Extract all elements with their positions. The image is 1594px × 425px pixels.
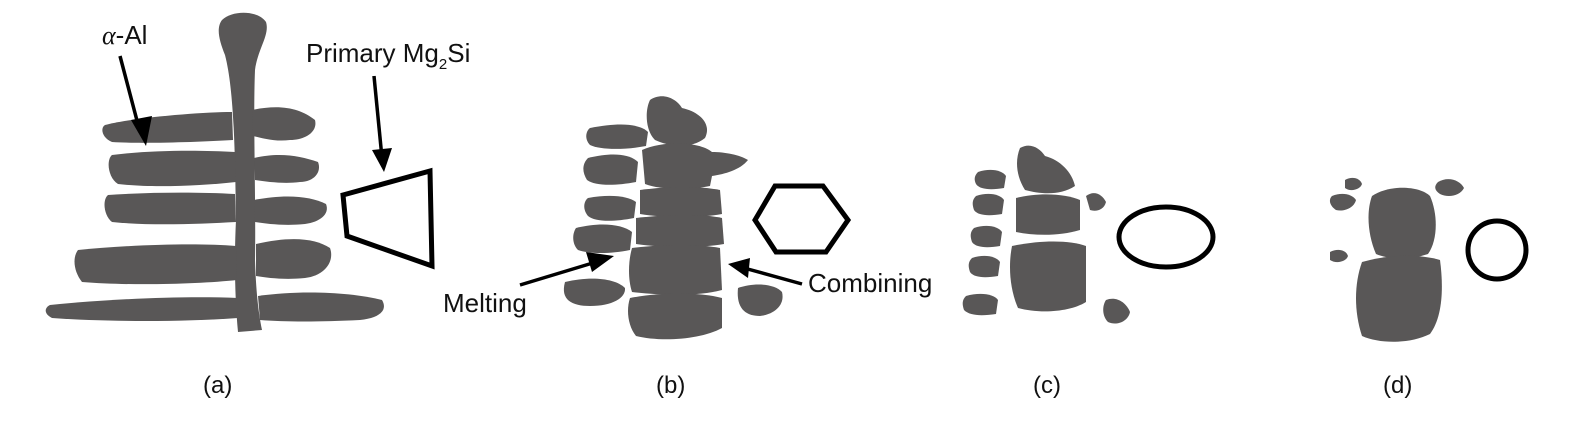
dendrite-trunk bbox=[218, 12, 267, 332]
mg2si-crystal-b bbox=[752, 183, 852, 255]
alpha-symbol: α bbox=[102, 21, 117, 50]
fragment bbox=[970, 225, 1002, 248]
primary-mg2si-arrow-line bbox=[372, 75, 384, 159]
dendrite-arm-left-5 bbox=[45, 297, 239, 321]
alpha-al-fragments-d bbox=[1329, 177, 1464, 342]
alpha-al-label: α-Al bbox=[102, 20, 147, 50]
fragment bbox=[583, 154, 638, 185]
caption-d: (d) bbox=[1383, 372, 1412, 399]
fragment bbox=[584, 195, 636, 221]
fragment bbox=[636, 215, 724, 247]
dendrite-arm-right-3 bbox=[254, 196, 327, 225]
primary-suffix: Si bbox=[447, 38, 470, 68]
caption-c: (c) bbox=[1033, 372, 1061, 399]
fragment bbox=[1329, 193, 1356, 211]
caption-a: (a) bbox=[203, 372, 232, 399]
alpha-al-suffix: -Al bbox=[116, 20, 148, 50]
dendrite-arm-right-2 bbox=[254, 155, 320, 183]
dendrite-arm-right-4 bbox=[256, 239, 332, 279]
dendrite-arm-left-2 bbox=[108, 150, 236, 187]
fragment bbox=[642, 143, 748, 189]
melting-arrowhead bbox=[586, 252, 614, 272]
dendrite-arm-right-1 bbox=[252, 107, 316, 141]
fragment bbox=[628, 293, 722, 340]
fragment bbox=[968, 255, 1000, 278]
fragment bbox=[1086, 193, 1106, 211]
fragment bbox=[640, 187, 722, 217]
combining-annotation: Combining bbox=[728, 258, 932, 298]
combining-label: Combining bbox=[808, 268, 932, 298]
fragment bbox=[1345, 177, 1362, 191]
fragment bbox=[646, 96, 708, 146]
dendrite-arm-right-5 bbox=[258, 292, 384, 322]
panel-d: (d) bbox=[1329, 177, 1529, 399]
fragment bbox=[1368, 187, 1436, 259]
fragment bbox=[737, 284, 783, 316]
dendrite-arm-left-1 bbox=[102, 112, 233, 143]
panel-b: (b) bbox=[563, 96, 852, 399]
fragment bbox=[1330, 249, 1348, 263]
primary-mg2si-arrowhead bbox=[372, 148, 392, 172]
fragment bbox=[962, 293, 998, 316]
fragment bbox=[1356, 255, 1442, 342]
melting-annotation: Melting bbox=[443, 252, 614, 318]
caption-b: (b) bbox=[656, 372, 685, 399]
fragment bbox=[1435, 179, 1464, 196]
panel-c: (c) bbox=[962, 145, 1216, 399]
fragment bbox=[1017, 145, 1075, 194]
primary-mg2si-label: Primary Mg2Si bbox=[306, 38, 470, 73]
alpha-al-fragments-c bbox=[962, 145, 1130, 324]
primary-prefix: Primary Mg bbox=[306, 38, 439, 68]
mg2si-crystal-d bbox=[1465, 218, 1529, 282]
combining-arrow-line bbox=[743, 266, 803, 286]
mg2si-crystal-c bbox=[1116, 204, 1216, 270]
fragment bbox=[573, 224, 632, 253]
fragment bbox=[629, 245, 722, 295]
alpha-al-annotation: α-Al bbox=[102, 20, 152, 146]
melting-label: Melting bbox=[443, 288, 527, 318]
dendrite-arm-left-4 bbox=[74, 244, 237, 285]
panel-a: (a) bbox=[45, 12, 435, 399]
alpha-al-fragments-b bbox=[563, 96, 783, 340]
fragment bbox=[974, 169, 1006, 190]
fragment bbox=[972, 193, 1004, 216]
fragment bbox=[1010, 241, 1086, 312]
melting-arrow-line bbox=[519, 260, 597, 287]
fragment bbox=[1103, 298, 1130, 324]
primary-mg2si-annotation: Primary Mg2Si bbox=[306, 38, 470, 172]
combining-arrowhead bbox=[728, 258, 750, 278]
fragment bbox=[586, 124, 648, 149]
fragment bbox=[563, 278, 626, 306]
dendrite-arm-left-3 bbox=[104, 192, 236, 225]
alpha-al-dendrite-a bbox=[45, 12, 384, 332]
fragment bbox=[1016, 194, 1080, 235]
primary-subscript: 2 bbox=[439, 56, 447, 73]
mg2si-crystal-a bbox=[340, 167, 435, 270]
alpha-al-arrowhead bbox=[131, 116, 152, 146]
